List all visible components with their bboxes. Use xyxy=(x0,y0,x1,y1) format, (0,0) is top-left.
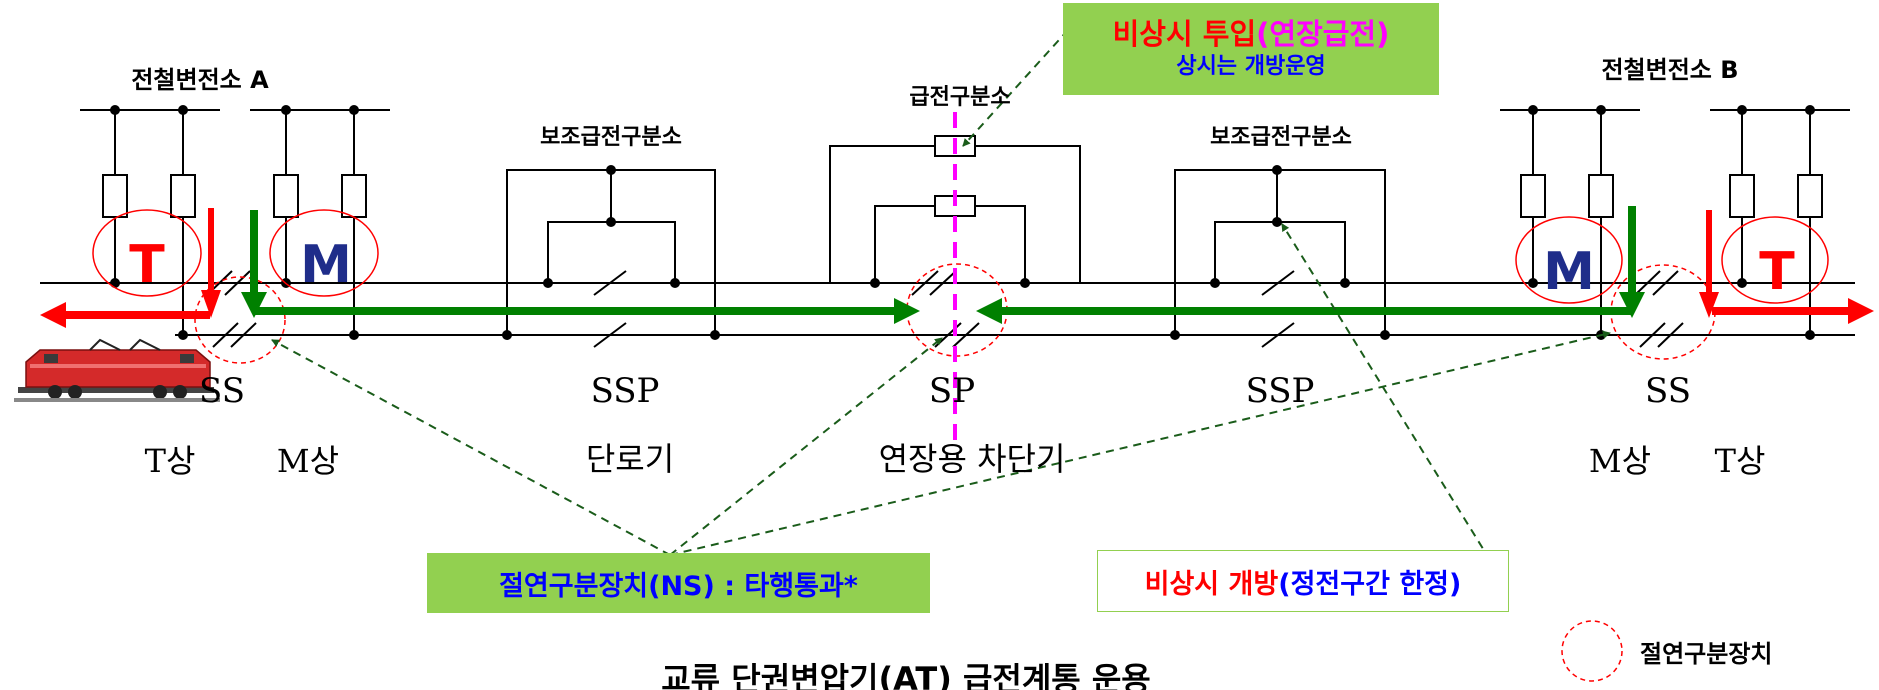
green-arrows xyxy=(241,206,1645,324)
m-phase-label-a: M상 xyxy=(277,442,339,480)
legend-label: 절연구분장치 xyxy=(1640,640,1772,668)
sp-label: SP xyxy=(929,371,975,411)
m-phase-label-b: M상 xyxy=(1589,442,1651,480)
ss-label-a: SS xyxy=(199,371,245,411)
ssp-right xyxy=(1174,169,1386,348)
t-phase-circle-a xyxy=(92,209,202,297)
pointer-lines xyxy=(271,29,1611,561)
diagram-caption: 교류 단권변압기(AT) 급전계통 운용 xyxy=(661,660,1151,690)
emergency-feed-text-magenta: (연장급전) xyxy=(1256,17,1390,51)
ssp-label-right: SSP xyxy=(1246,371,1315,411)
t-letter-a: T xyxy=(129,235,165,295)
red-arrows xyxy=(40,208,1874,328)
t-phase-circle-b xyxy=(1721,216,1829,304)
sp-title: 급전구분소 xyxy=(909,85,1010,110)
ssp-right-title: 보조급전구분소 xyxy=(1210,125,1352,150)
substation-a xyxy=(80,109,390,335)
emergency-open-text-red: 비상시 개방 xyxy=(1144,568,1279,600)
ns-callout: 절연구분장치(NS) : 타행통과* xyxy=(427,553,930,613)
bus-lines xyxy=(40,282,1855,336)
m-phase-circle-b xyxy=(1515,216,1623,304)
substation-a-title: 전철변전소 A xyxy=(131,66,269,94)
substation-b-title: 전철변전소 B xyxy=(1601,56,1738,84)
legend-circle-icon xyxy=(1561,620,1623,682)
emergency-open-callout: 비상시 개방(정전구간 한정) xyxy=(1097,550,1509,612)
emergency-feed-text-red: 비상시 투입 xyxy=(1112,17,1257,51)
disconnector-label: 단로기 xyxy=(586,440,674,478)
ns-callout-text: 절연구분장치(NS) : 타행통과* xyxy=(499,570,858,602)
normal-open-text: 상시는 개방운영 xyxy=(1176,54,1326,79)
emergency-open-text-blue: (정전구간 한정) xyxy=(1278,568,1462,600)
emergency-feed-line1: 비상시 투입(연장급전) xyxy=(1113,16,1390,52)
ssp-left-title: 보조급전구분소 xyxy=(540,125,682,150)
breaker-label: 연장용 차단기 xyxy=(879,440,1066,478)
ss-label-b: SS xyxy=(1645,371,1691,411)
m-phase-circle-a xyxy=(269,209,379,297)
emergency-feed-callout: 비상시 투입(연장급전) 상시는 개방운영 xyxy=(1063,3,1439,95)
m-letter-a: M xyxy=(300,235,352,295)
substation-b xyxy=(1500,109,1850,335)
t-phase-label-b: T상 xyxy=(1715,442,1766,480)
m-letter-b: M xyxy=(1543,242,1595,302)
locomotive-image xyxy=(14,338,220,402)
ssp-left xyxy=(506,169,716,348)
ssp-label-left: SSP xyxy=(591,371,660,411)
t-phase-label-a: T상 xyxy=(145,442,196,480)
t-letter-b: T xyxy=(1759,242,1795,302)
